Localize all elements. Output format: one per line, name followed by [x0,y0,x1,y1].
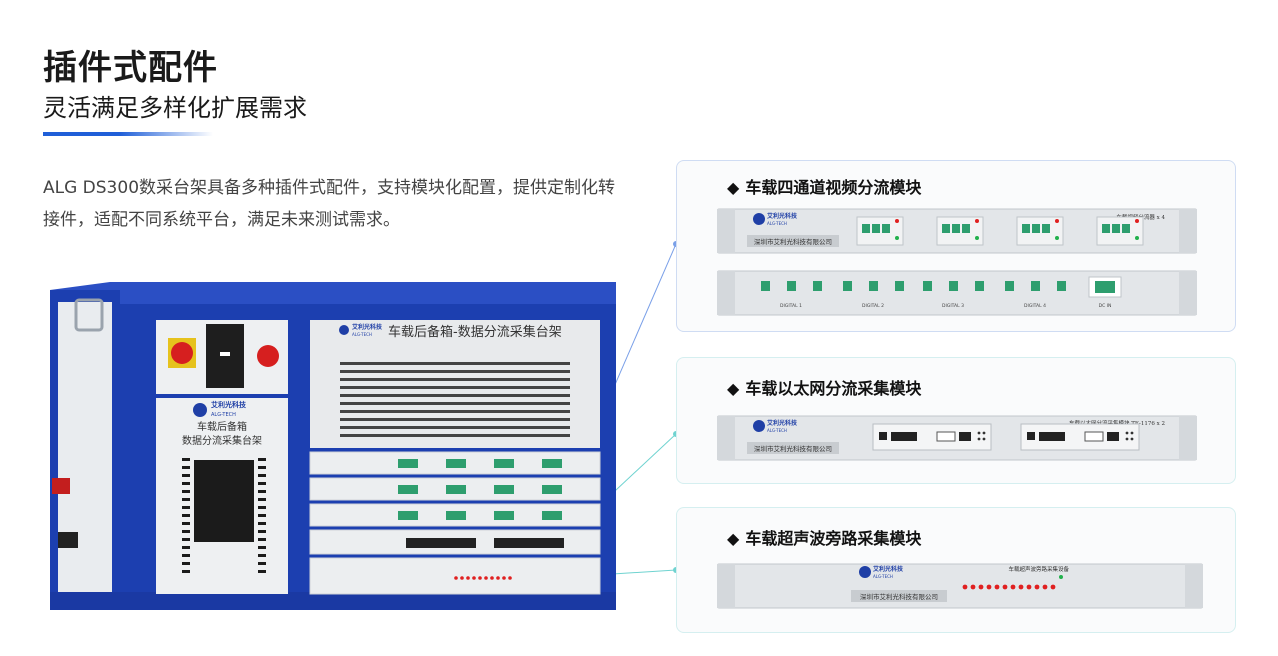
rear-port-label-4: DIGITAL 4 [1024,303,1046,309]
module-title-video: ◆车载四通道视频分流模块 [727,178,922,197]
ethernet-panel-brand-en: ALG-TECH [767,428,787,433]
rear-port-label-3: DIGITAL 3 [942,303,964,309]
ethernet-module-front-panel: 艾利光科技 ALG-TECH 深圳市艾利光科技有限公司 车载以太网分流采集模块 … [717,412,1197,464]
module-card-ultrasonic: ◆车载超声波旁路采集模块 艾利光科技 ALG-TECH 深圳市艾利光科技有限公司… [676,507,1236,633]
video-panel-brand-en: ALG-TECH [767,221,787,226]
rack-main-brand-cn: 艾利光科技 [352,323,383,331]
rear-port-label-2: DIGITAL 2 [862,303,884,309]
rack-main-brand-en: ALG-TECH [352,332,372,337]
module-card-ethernet: ◆车载以太网分流采集模块 艾利光科技 ALG-TECH 深圳市艾利光科技有限公司… [676,357,1236,484]
ethernet-panel-brand-cn: 艾利光科技 [767,419,798,427]
diamond-icon: ◆ [727,178,740,197]
rack-left-label-2: 数据分流采集台架 [182,434,262,447]
video-panel-brand-cn: 艾利光科技 [767,212,798,220]
module-title-ultrasonic: ◆车载超声波旁路采集模块 [727,529,922,548]
description-text: ALG DS300数采台架具备多种插件式配件，支持模块化配置，提供定制化转接件，… [43,178,616,230]
module-card-video: ◆车载四通道视频分流模块 艾利光科技 ALG-TECH 深圳市艾利光科技有限公司… [676,160,1236,332]
title-accent-bar [43,132,213,136]
ultrasonic-panel-brand-en: ALG-TECH [873,574,893,579]
rear-port-label-1: DIGITAL 1 [780,303,802,309]
page-title: 插件式配件 [43,48,218,88]
diamond-icon: ◆ [727,529,740,548]
ultrasonic-panel-company: 深圳市艾利光科技有限公司 [860,592,938,601]
ultrasonic-panel-brand-cn: 艾利光科技 [873,565,904,573]
rack-left-brand-cn: 艾利光科技 [211,400,247,409]
video-module-rear-panel: DIGITAL 1 DIGITAL 2 DIGITAL 3 DIGITAL 4 … [717,267,1197,319]
rack-main-title: 车载后备箱-数据分流采集台架 [388,324,562,340]
page-subtitle: 灵活满足多样化扩展需求 [43,94,307,122]
rack-illustration: 艾利光科技 ALG-TECH 车载后备箱 数据分流采集台架 艾利光科技 ALG-… [48,282,618,612]
module-title-ethernet: ◆车载以太网分流采集模块 [727,379,922,398]
ethernet-panel-company: 深圳市艾利光科技有限公司 [754,444,832,453]
rack-left-label-1: 车载后备箱 [197,420,247,433]
video-panel-company: 深圳市艾利光科技有限公司 [754,237,832,246]
video-module-front-panel: 艾利光科技 ALG-TECH 深圳市艾利光科技有限公司 车载视频分流器 x 4 [717,205,1197,257]
ultrasonic-module-front-panel: 艾利光科技 ALG-TECH 深圳市艾利光科技有限公司 车载超声波旁路采集设备 [717,560,1203,612]
diamond-icon: ◆ [727,379,740,398]
rear-port-label-dc: DC IN [1099,303,1112,309]
rack-left-brand-en: ALG-TECH [211,412,236,418]
ethernet-panel-model: 车载以太网分流采集模块 TE-1176 x 2 [1069,419,1165,427]
ultrasonic-panel-model: 车载超声波旁路采集设备 [1008,565,1069,573]
